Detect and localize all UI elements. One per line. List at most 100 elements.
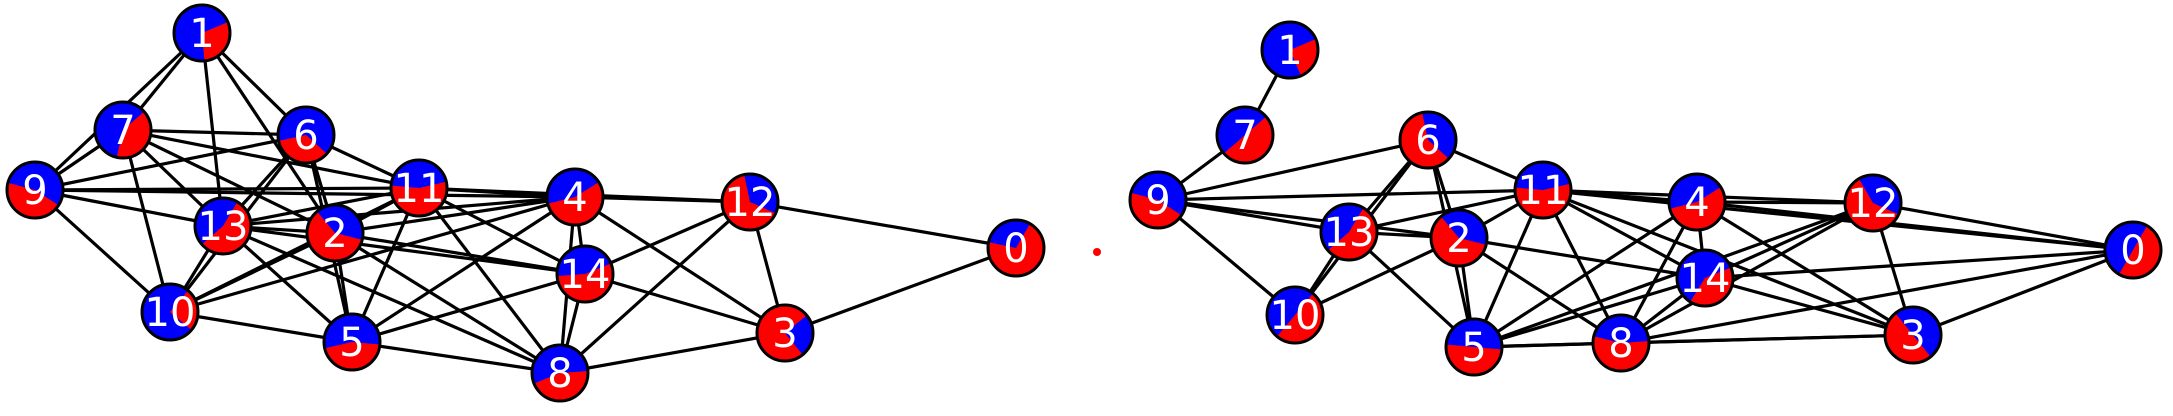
left-node-2: 2 [305,203,365,263]
right-edge-4-5 [1473,200,1698,349]
left-node-12-red-wedge [722,174,776,230]
right-edge-14-5 [1473,276,1706,349]
left-edge-9-6 [34,133,307,192]
left-node-10-label: 10 [145,290,196,336]
left-node-14-label: 14 [560,252,611,298]
left-edge-14-12 [584,200,751,276]
left-node-9-label: 9 [22,168,47,214]
right-edge-14-3 [1704,276,1914,337]
right-node-9-label: 9 [1145,178,1170,224]
right-edge-12-5 [1473,201,1874,349]
left-node-1-label: 1 [189,11,214,57]
left-edge-13-8 [222,224,561,375]
right-node-9-red-wedge [1130,192,1182,228]
left-node-5-red-wedge [324,342,380,370]
right-node-13-red-wedge [1327,207,1378,261]
left-edge-9-4 [34,188,576,199]
left-node-8-outline [530,343,590,403]
left-edge-7-11 [122,128,420,190]
left-node-6-label: 6 [293,113,318,159]
right-node-0-red-wedge [2119,225,2161,278]
right-node-12-outline [1843,173,1903,233]
separator-dot [1093,248,1101,256]
right-node-3: 3 [1883,305,1943,365]
right-node-8-red-wedge [1593,336,1649,371]
right-node-3-outline [1883,305,1943,365]
right-node-9-outline [1128,170,1188,230]
right-node-1: 1 [1260,20,1320,80]
left-node-2-red-wedge [306,211,363,262]
right-edge-12-8 [1620,201,1874,345]
left-node-0-label: 0 [1003,226,1028,272]
right-node-11-outline [1513,160,1573,220]
right-node-1-outline [1260,20,1320,80]
left-node-14-red-wedge [557,263,613,302]
right-node-6-red-wedge [1400,112,1449,168]
left-node-13-label: 13 [198,204,249,250]
left-edge-2-14 [334,231,586,276]
right-node-11: 11 [1513,160,1573,220]
left-node-1-outline [172,3,232,63]
right-edge-4-0 [1696,200,2134,252]
right-node-12-label: 12 [1848,181,1899,227]
left-node-5-label: 5 [339,320,364,366]
left-node-8: 8 [530,343,590,403]
left-edge-3-0 [784,246,1017,335]
right-node-11-red-wedge [1515,183,1571,218]
right-node-12-red-wedge [1845,178,1899,232]
left-edge-14-5 [351,272,586,344]
right-node-6-label: 6 [1415,118,1440,164]
right-node-5-outline [1444,317,1504,377]
right-node-8-outline [1591,313,1651,373]
left-node-11-outline [389,158,449,218]
left-node-7-outline [93,100,153,160]
left-node-8-red-wedge [534,371,589,401]
right-node-2-red-wedge [1431,216,1487,267]
right-node-8-label: 8 [1608,321,1633,367]
right-node-0-label: 0 [2120,228,2145,274]
left-edge-2-8 [334,231,561,375]
left-edge-7-2 [122,128,336,235]
right-edge-10-2 [1294,236,1460,317]
right-edge-11-14 [1542,188,1706,280]
right-node-11-label: 11 [1518,168,1569,214]
right-node-8: 8 [1591,313,1651,373]
left-edge-11-8 [417,187,562,374]
right-node-7-label: 7 [1232,113,1257,159]
right-node-5: 5 [1444,317,1504,377]
right-node-12: 12 [1843,173,1903,233]
right-node-0-outline [2103,220,2163,280]
left-node-11-label: 11 [394,166,445,212]
right-edge-9-11 [1157,188,1544,202]
left-node-3: 3 [755,303,815,363]
right-node-2-label: 2 [1446,216,1471,262]
left-edge-7-6 [122,128,307,137]
right-node-10-red-wedge [1277,293,1323,343]
right-node-10: 10 [1265,285,1325,345]
right-node-9: 9 [1128,170,1188,230]
left-node-11-red-wedge [391,181,447,217]
right-edge-12-0 [1872,201,2134,252]
right-node-3-red-wedge [1885,313,1931,363]
right-node-2: 2 [1429,208,1489,268]
left-edge-4-5 [351,195,576,344]
left-edge-12-8 [558,200,752,375]
right-node-1-label: 1 [1277,28,1302,74]
right-edge-9-2 [1157,198,1460,240]
left-node-11: 11 [389,158,449,218]
right-node-7-red-wedge [1223,116,1273,163]
left-node-12-outline [720,172,780,232]
left-node-1: 1 [172,3,232,63]
right-node-13-outline [1319,202,1379,262]
left-node-7-red-wedge [116,111,152,159]
right-edge-2-8 [1458,236,1622,345]
left-node-10: 10 [140,282,200,342]
left-edge-8-3 [559,331,786,375]
right-edge-14-0 [1704,248,2134,280]
right-node-5-red-wedge [1446,344,1502,375]
right-edge-2-14 [1458,236,1706,280]
